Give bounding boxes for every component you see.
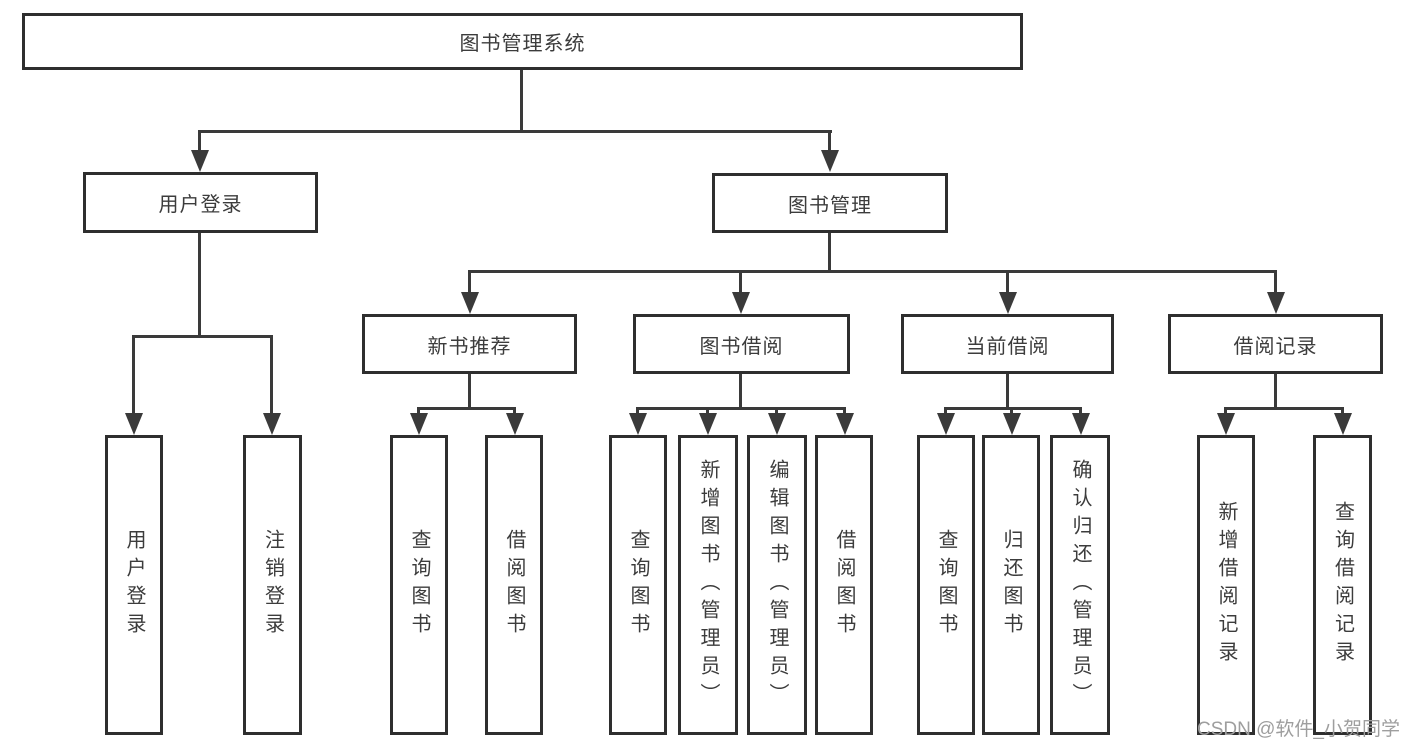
node-label: 用户登录 <box>123 529 145 641</box>
node-book-management: 图书管理 <box>712 173 948 233</box>
connector-line <box>132 335 273 338</box>
node-label: 查询图书 <box>935 529 957 641</box>
arrow-down-icon <box>699 413 717 435</box>
leaf-user-login: 用户登录 <box>105 435 163 735</box>
connector-line <box>198 130 832 133</box>
node-book-borrowing: 图书借阅 <box>633 314 850 374</box>
connector-line <box>468 374 471 410</box>
connector-line <box>775 407 778 417</box>
leaf-logout: 注销登录 <box>243 435 302 735</box>
leaf-return-books: 归还图书 <box>982 435 1040 735</box>
node-label: 归还图书 <box>1000 529 1022 641</box>
connector-line <box>706 407 709 417</box>
connector-line <box>944 407 1082 410</box>
connector-line <box>739 270 742 294</box>
connector-line <box>944 407 947 417</box>
node-label: 查询图书 <box>627 529 649 641</box>
leaf-confirm-return-admin: 确认归还（管理员） <box>1050 435 1110 735</box>
connector-line <box>1006 270 1009 294</box>
connector-line <box>132 335 135 415</box>
arrow-down-icon <box>836 413 854 435</box>
arrow-down-icon <box>1267 292 1285 314</box>
arrow-down-icon <box>1217 413 1235 435</box>
arrow-down-icon <box>506 413 524 435</box>
connector-line <box>1274 270 1277 294</box>
arrow-down-icon <box>937 413 955 435</box>
leaf-edit-books-admin: 编辑图书（管理员） <box>747 435 807 735</box>
node-label: 编辑图书（管理员） <box>766 459 788 711</box>
node-label: 注销登录 <box>261 529 284 641</box>
arrow-down-icon <box>263 413 281 435</box>
arrow-down-icon <box>732 292 750 314</box>
connector-line <box>198 130 201 154</box>
connector-line <box>198 233 201 335</box>
leaf-add-borrow-record: 新增借阅记录 <box>1197 435 1255 735</box>
connector-line <box>1224 407 1227 417</box>
connector-line <box>520 70 523 130</box>
node-label: 借阅图书 <box>833 529 855 641</box>
connector-line <box>1341 407 1344 417</box>
node-label: 图书借阅 <box>699 335 784 358</box>
connector-line <box>468 270 1277 273</box>
connector-line <box>1079 407 1082 417</box>
arrow-down-icon <box>999 292 1017 314</box>
watermark-text: CSDN @软件_小贺同学 <box>1197 719 1400 740</box>
node-label: 确认归还（管理员） <box>1069 459 1091 711</box>
connector-line <box>636 407 846 410</box>
connector-line <box>1010 407 1013 417</box>
leaf-borrow-books-borrowing: 借阅图书 <box>815 435 873 735</box>
leaf-borrow-books-recommend: 借阅图书 <box>485 435 543 735</box>
leaf-query-borrow-record: 查询借阅记录 <box>1313 435 1372 735</box>
node-label: 借阅记录 <box>1233 335 1318 358</box>
connector-line <box>468 270 471 294</box>
connector-line <box>828 233 831 273</box>
node-label: 图书管理系统 <box>459 33 586 55</box>
arrow-down-icon <box>461 292 479 314</box>
connector-line <box>1006 374 1009 410</box>
connector-line <box>513 407 516 417</box>
leaf-query-books-recommend: 查询图书 <box>390 435 448 735</box>
arrow-down-icon <box>1003 413 1021 435</box>
node-current-borrowing: 当前借阅 <box>901 314 1114 374</box>
arrow-down-icon <box>768 413 786 435</box>
node-label: 当前借阅 <box>965 335 1050 358</box>
connector-line <box>1224 407 1344 410</box>
node-label: 新增图书（管理员） <box>697 459 719 711</box>
node-label: 查询借阅记录 <box>1331 501 1354 669</box>
leaf-query-books-borrowing: 查询图书 <box>609 435 667 735</box>
connector-line <box>636 407 639 417</box>
connector-line <box>270 335 273 415</box>
connector-line <box>417 407 420 417</box>
node-label: 用户登录 <box>158 194 243 216</box>
node-label: 新书推荐 <box>427 335 512 358</box>
connector-line <box>843 407 846 417</box>
node-borrowing-records: 借阅记录 <box>1168 314 1383 374</box>
node-new-book-recommend: 新书推荐 <box>362 314 577 374</box>
arrow-down-icon <box>410 413 428 435</box>
arrow-down-icon <box>821 150 839 172</box>
connector-line <box>828 130 831 154</box>
arrow-down-icon <box>125 413 143 435</box>
node-library-system: 图书管理系统 <box>22 13 1023 70</box>
connector-line <box>417 407 516 410</box>
arrow-down-icon <box>1334 413 1352 435</box>
node-user-login: 用户登录 <box>83 172 318 233</box>
leaf-add-books-admin: 新增图书（管理员） <box>678 435 738 735</box>
node-label: 图书管理 <box>788 194 872 217</box>
leaf-query-books-current: 查询图书 <box>917 435 975 735</box>
node-label: 借阅图书 <box>503 529 525 641</box>
node-label: 查询图书 <box>408 529 430 641</box>
arrow-down-icon <box>191 150 209 172</box>
node-label: 新增借阅记录 <box>1215 501 1237 669</box>
connector-line <box>739 374 742 410</box>
arrow-down-icon <box>1072 413 1090 435</box>
connector-line <box>1274 374 1277 410</box>
arrow-down-icon <box>629 413 647 435</box>
